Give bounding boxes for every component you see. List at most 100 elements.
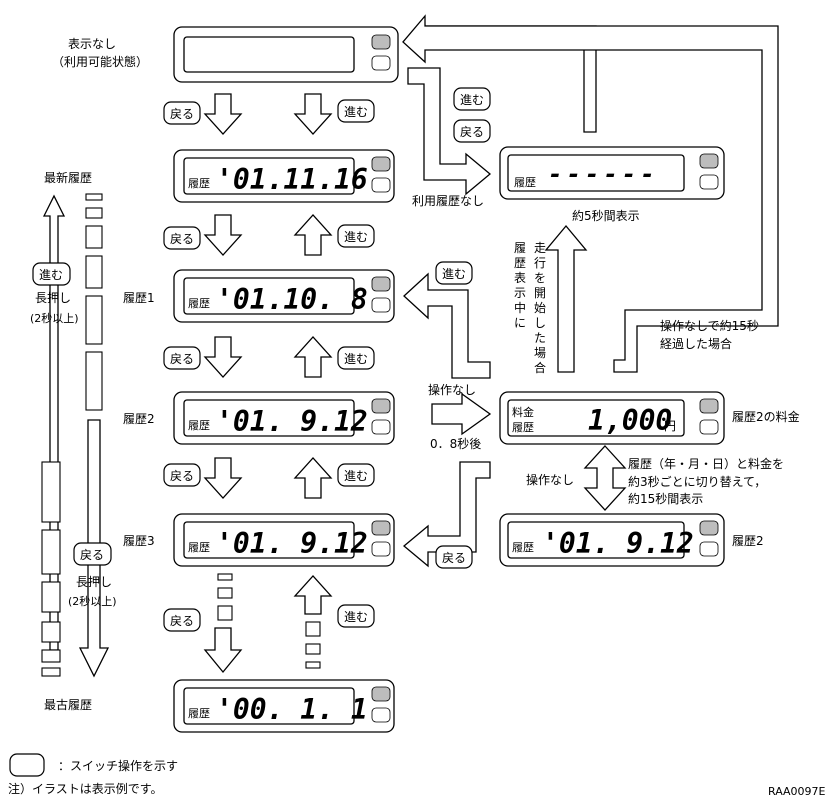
device-history3: 履歴 '01. 9.12 xyxy=(173,513,395,567)
toggle-line2: 約3秒ごとに切り替えて， xyxy=(628,474,766,489)
back-key-legend-label: 戻る xyxy=(80,548,104,562)
history-bar xyxy=(85,351,103,411)
long-press-label-2: 長押し xyxy=(76,575,112,589)
vertical-caption-char: 走 xyxy=(534,241,546,255)
display-date: '01. 9.12 xyxy=(216,527,368,560)
back-key[interactable] xyxy=(453,119,491,143)
display-date: '01. 9.12 xyxy=(542,527,694,560)
down-arrow xyxy=(203,457,243,499)
vertical-caption-char: 履 xyxy=(514,241,526,255)
vertical-caption-char: 行 xyxy=(534,256,546,270)
display-date: '01.11.16 xyxy=(216,163,368,196)
down-arrow xyxy=(293,93,333,135)
fee-label: 料金 xyxy=(512,405,534,419)
back-key-label: 戻る xyxy=(460,125,484,139)
to-no-usage-arrow xyxy=(407,67,492,196)
display-date: '01. 9.12 xyxy=(216,405,368,438)
history-bar xyxy=(41,649,61,663)
up-arrow xyxy=(293,457,333,499)
drive-start-arrow xyxy=(544,224,588,373)
history-bar xyxy=(41,461,61,523)
vertical-caption-char: 表 xyxy=(514,271,526,285)
no-operation-label: 操作なし xyxy=(428,382,476,397)
newest-history-label: 最新履歴 xyxy=(44,170,92,185)
forward-key[interactable] xyxy=(337,463,375,487)
history-bar xyxy=(217,573,233,581)
back-key[interactable] xyxy=(435,545,473,569)
history-bar xyxy=(41,529,61,575)
forward-key[interactable] xyxy=(337,224,375,248)
vertical-caption-char: を xyxy=(534,271,546,285)
display-prefix: 履歴 xyxy=(188,707,210,720)
forward-key[interactable] xyxy=(337,346,375,370)
fee-history-label: 履歴 xyxy=(512,421,534,434)
toggle-double-arrow xyxy=(583,445,627,511)
up-arrow xyxy=(293,214,333,256)
fee-unit: 円 xyxy=(664,419,676,433)
vertical-caption-char: 合 xyxy=(534,360,546,375)
scroll-up-arrow xyxy=(42,194,66,651)
history-bar xyxy=(41,667,61,677)
forward-key-legend-label: 進む xyxy=(39,268,63,282)
return-loop-arrow xyxy=(402,14,779,373)
device-history-newest: 履歴 '01.11.16 xyxy=(173,149,395,203)
display-dashes: ------ xyxy=(548,160,659,188)
forward-key[interactable] xyxy=(435,261,473,285)
device-fee: 料金 履歴 1,000 円 xyxy=(499,391,725,445)
history1-label: 履歴1 xyxy=(123,291,155,305)
no-operation-label-2: 操作なし xyxy=(526,472,574,487)
back-key[interactable] xyxy=(163,346,201,370)
back-key-label: 戻る xyxy=(170,107,194,121)
back-key-legend xyxy=(73,542,112,566)
forward-key[interactable] xyxy=(453,87,491,111)
fee-value: 1,000 xyxy=(588,404,672,437)
device-history-oldest: 履歴 '00. 1. 1 xyxy=(173,679,395,733)
vertical-caption-char: に xyxy=(514,316,526,330)
device-history2: 履歴 '01. 9.12 xyxy=(173,391,395,445)
device-no-usage: 履歴 ------ xyxy=(499,146,725,200)
back-key-label: 戻る xyxy=(442,551,466,565)
footnote: 注）イラストは表示例です。 xyxy=(8,781,163,796)
forward-key-legend xyxy=(32,262,71,286)
device-blank xyxy=(173,26,399,83)
long-press-duration-2: (2秒以上) xyxy=(68,594,117,608)
history2-fee-label: 履歴2の料金 xyxy=(732,409,800,424)
toggle-line1: 履歴（年・月・日）と料金を xyxy=(628,456,784,471)
display-prefix: 履歴 xyxy=(188,297,210,310)
back-key[interactable] xyxy=(163,226,201,250)
back-key[interactable] xyxy=(163,608,201,632)
forward-key-label: 進む xyxy=(344,610,368,624)
up-arrow xyxy=(293,575,333,615)
history-bar xyxy=(217,587,233,599)
vertical-caption-char: 場 xyxy=(534,346,546,360)
history-bar xyxy=(305,661,321,669)
forward-key[interactable] xyxy=(337,99,375,123)
back-hook-arrow xyxy=(402,461,491,568)
history-bar xyxy=(217,605,233,621)
back-key[interactable] xyxy=(163,463,201,487)
figure-code: RAA0097E xyxy=(768,785,826,798)
back-key[interactable] xyxy=(163,101,201,125)
long-press-duration-1: (2秒以上) xyxy=(30,311,79,325)
display-date: '01.10. 8 xyxy=(216,283,368,316)
back-key-label: 戻る xyxy=(170,352,194,366)
vertical-caption-char: 開 xyxy=(534,286,546,300)
forward-key[interactable] xyxy=(337,604,375,628)
elapsed-15-label: 経過した場合 xyxy=(660,336,732,351)
approx-5sec-label: 約5秒間表示 xyxy=(572,208,640,223)
vertical-caption-char: 歴 xyxy=(514,256,526,270)
down-arrow xyxy=(203,93,243,135)
history-bar xyxy=(305,643,321,655)
forward-hook-arrow xyxy=(403,272,491,379)
history-bar xyxy=(41,581,61,613)
history2-right-label: 履歴2 xyxy=(732,534,764,548)
display-prefix: 履歴 xyxy=(188,419,210,432)
after-08sec-label: 0．8秒後 xyxy=(430,437,481,451)
down-arrow xyxy=(203,336,243,378)
forward-key-label: 進む xyxy=(442,267,466,281)
down-arrow xyxy=(203,627,243,674)
long-press-label-1: 長押し xyxy=(35,291,71,305)
up-arrow xyxy=(293,336,333,378)
